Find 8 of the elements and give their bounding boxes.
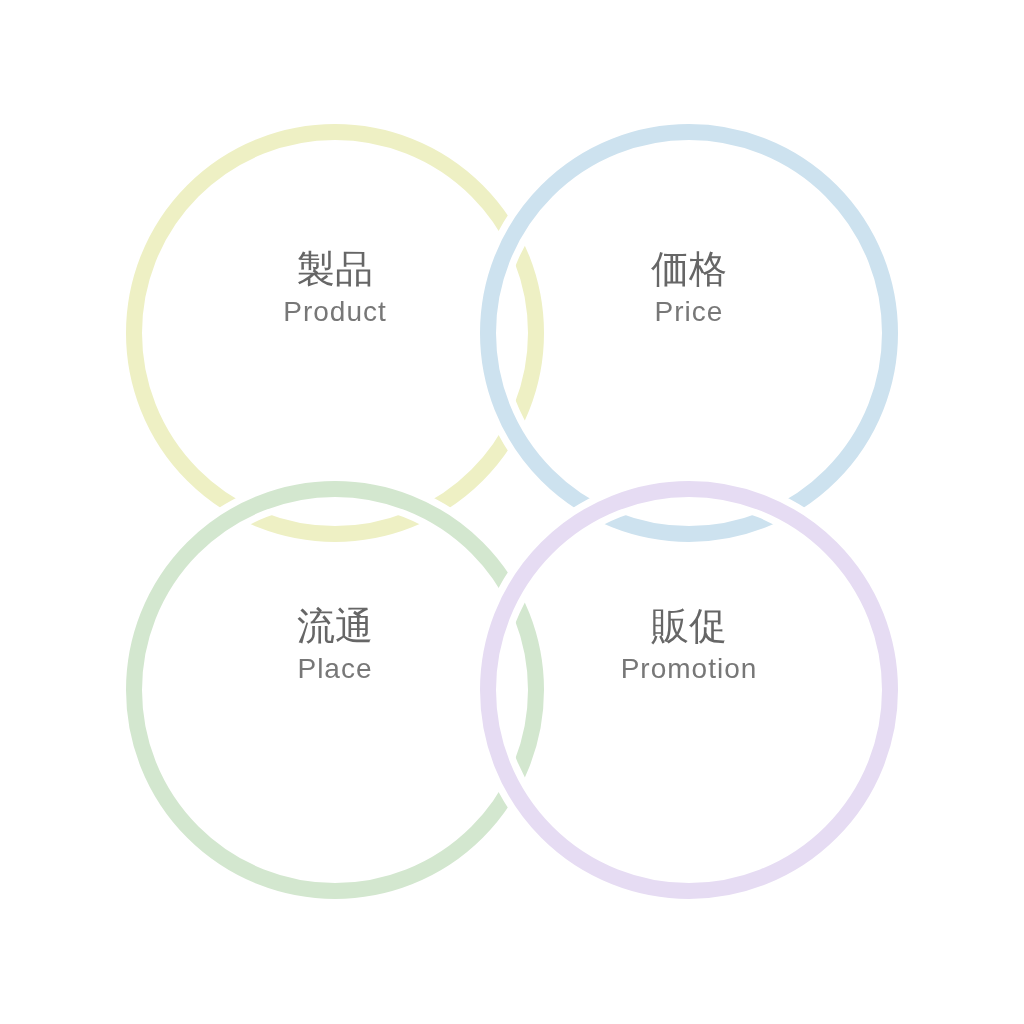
category-title: 販促 <box>651 604 727 648</box>
category-subtitle: Price <box>654 295 724 329</box>
category-title: 製品 <box>297 247 373 291</box>
category-subtitle: Promotion <box>620 652 758 686</box>
category-subtitle: Place <box>297 652 373 686</box>
category-subtitle: Product <box>283 295 387 329</box>
category-title: 流通 <box>297 604 373 648</box>
category-title: 価格 <box>651 247 727 291</box>
